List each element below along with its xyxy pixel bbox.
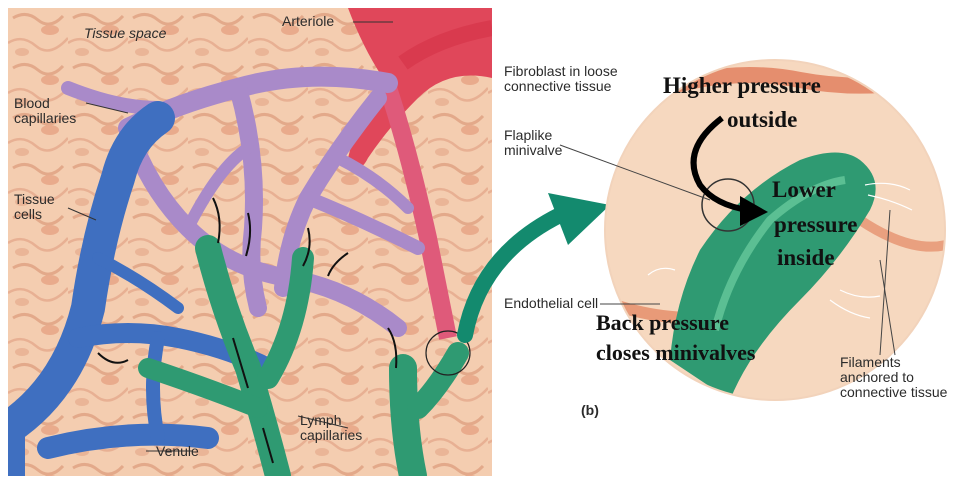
fibroblast-label: Fibroblast in loose connective tissue: [504, 64, 664, 94]
tissue-space-label: Tissue space: [84, 26, 166, 41]
higher-pressure-line1: Higher pressure: [663, 74, 821, 97]
higher-pressure-line2: outside: [727, 108, 797, 131]
capillary-bed-illustration: [8, 8, 492, 476]
panel-b-id-label: (b): [581, 403, 599, 418]
tissue-cells-label: Tissue cells: [14, 192, 68, 222]
venule-label: Venule: [156, 444, 199, 459]
blood-capillaries-label: Blood capillaries: [14, 96, 90, 126]
minivalve-detail-panel: Fibroblast in loose connective tissue Fl…: [500, 0, 971, 480]
back-pressure-line2: closes minivalves: [596, 342, 756, 364]
lower-pressure-line1: Lower: [772, 178, 836, 201]
lower-pressure-line2: pressure: [774, 213, 858, 236]
endothelial-cell-label: Endothelial cell: [504, 296, 604, 311]
lower-pressure-line3: inside: [777, 246, 835, 269]
arteriole-label: Arteriole: [282, 14, 334, 29]
lymph-capillaries-label: Lymph capillaries: [300, 413, 390, 443]
back-pressure-line1: Back pressure: [596, 312, 729, 334]
flaplike-minivalve-label: Flaplike minivalve: [504, 128, 594, 158]
capillary-bed-panel: Tissue space Arteriole Blood capillaries…: [8, 8, 492, 476]
filaments-label: Filaments anchored to connective tissue: [840, 355, 950, 400]
